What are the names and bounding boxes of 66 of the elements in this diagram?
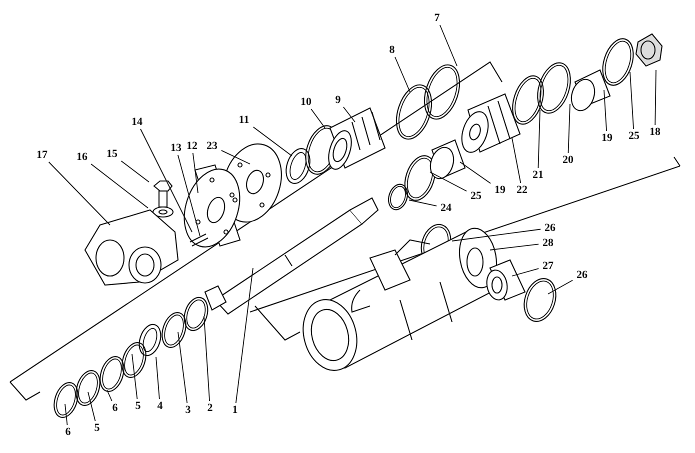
- leader-line: [88, 392, 96, 422]
- callout-number: 26: [576, 269, 588, 281]
- leader-line: [630, 72, 634, 130]
- leader-line: [106, 390, 112, 402]
- leader-line: [235, 268, 254, 404]
- callout-number: 17: [36, 149, 48, 161]
- leader-line: [548, 280, 574, 294]
- leader-line: [394, 56, 410, 92]
- callout-number: 5: [94, 422, 100, 434]
- callout-number: 8: [389, 44, 395, 56]
- callout-number: 1: [232, 404, 238, 416]
- leader-line: [452, 228, 542, 242]
- leader-line: [178, 332, 188, 404]
- callout-number: 20: [562, 154, 574, 166]
- leader-line: [64, 404, 68, 426]
- leader-line: [156, 356, 160, 400]
- callout-number: 2: [207, 402, 213, 414]
- callout-number: 22: [516, 184, 528, 196]
- callout-number: 15: [106, 148, 118, 160]
- callout-number: 4: [157, 400, 163, 412]
- callout-number: 28: [542, 237, 554, 249]
- callout-number: 14: [132, 116, 142, 128]
- callout-number: 25: [628, 130, 640, 142]
- callout-number: 19: [494, 184, 506, 196]
- callout-number: 26: [544, 222, 556, 234]
- leader-line: [568, 104, 570, 154]
- leader-line: [220, 150, 250, 164]
- callout-number: 27: [542, 260, 554, 272]
- callout-number: 9: [335, 94, 341, 106]
- leader-line: [132, 354, 138, 400]
- leader-line: [490, 244, 540, 250]
- leader-line: [177, 154, 200, 236]
- leader-line: [430, 172, 468, 192]
- leader-line: [204, 316, 210, 402]
- callout-number: 5: [135, 400, 141, 412]
- leader-line: [192, 152, 198, 194]
- callout-number: 6: [112, 402, 118, 414]
- leader-line: [252, 126, 292, 156]
- callout-number: 19: [602, 132, 612, 144]
- callout-number: 11: [238, 114, 250, 126]
- callout-number: 13: [170, 142, 182, 154]
- callout-number: 25: [470, 190, 482, 202]
- callout-number: 12: [186, 140, 198, 152]
- callout-number: 3: [185, 404, 191, 416]
- leader-line: [140, 128, 192, 232]
- callout-number: 16: [76, 151, 88, 163]
- leader-line: [120, 160, 150, 182]
- leader-line: [48, 162, 110, 226]
- callout-number: 21: [532, 169, 544, 181]
- callout-number: 18: [650, 126, 660, 138]
- callout-number: 6: [65, 426, 71, 438]
- leader-line: [460, 162, 492, 184]
- leader-line: [310, 108, 326, 128]
- callout-number: 7: [434, 12, 440, 24]
- callout-number: 24: [440, 202, 452, 214]
- leader-line: [512, 138, 522, 184]
- callout-number: 23: [206, 140, 218, 152]
- leader-line: [538, 110, 540, 168]
- leader-line: [654, 70, 656, 126]
- callout-number: 10: [300, 96, 312, 108]
- leader-line: [408, 200, 438, 206]
- leader-line: [90, 164, 148, 208]
- leader-line: [342, 106, 356, 122]
- leader-line: [512, 268, 540, 276]
- leader-line: [439, 24, 458, 66]
- leader-line: [604, 90, 608, 132]
